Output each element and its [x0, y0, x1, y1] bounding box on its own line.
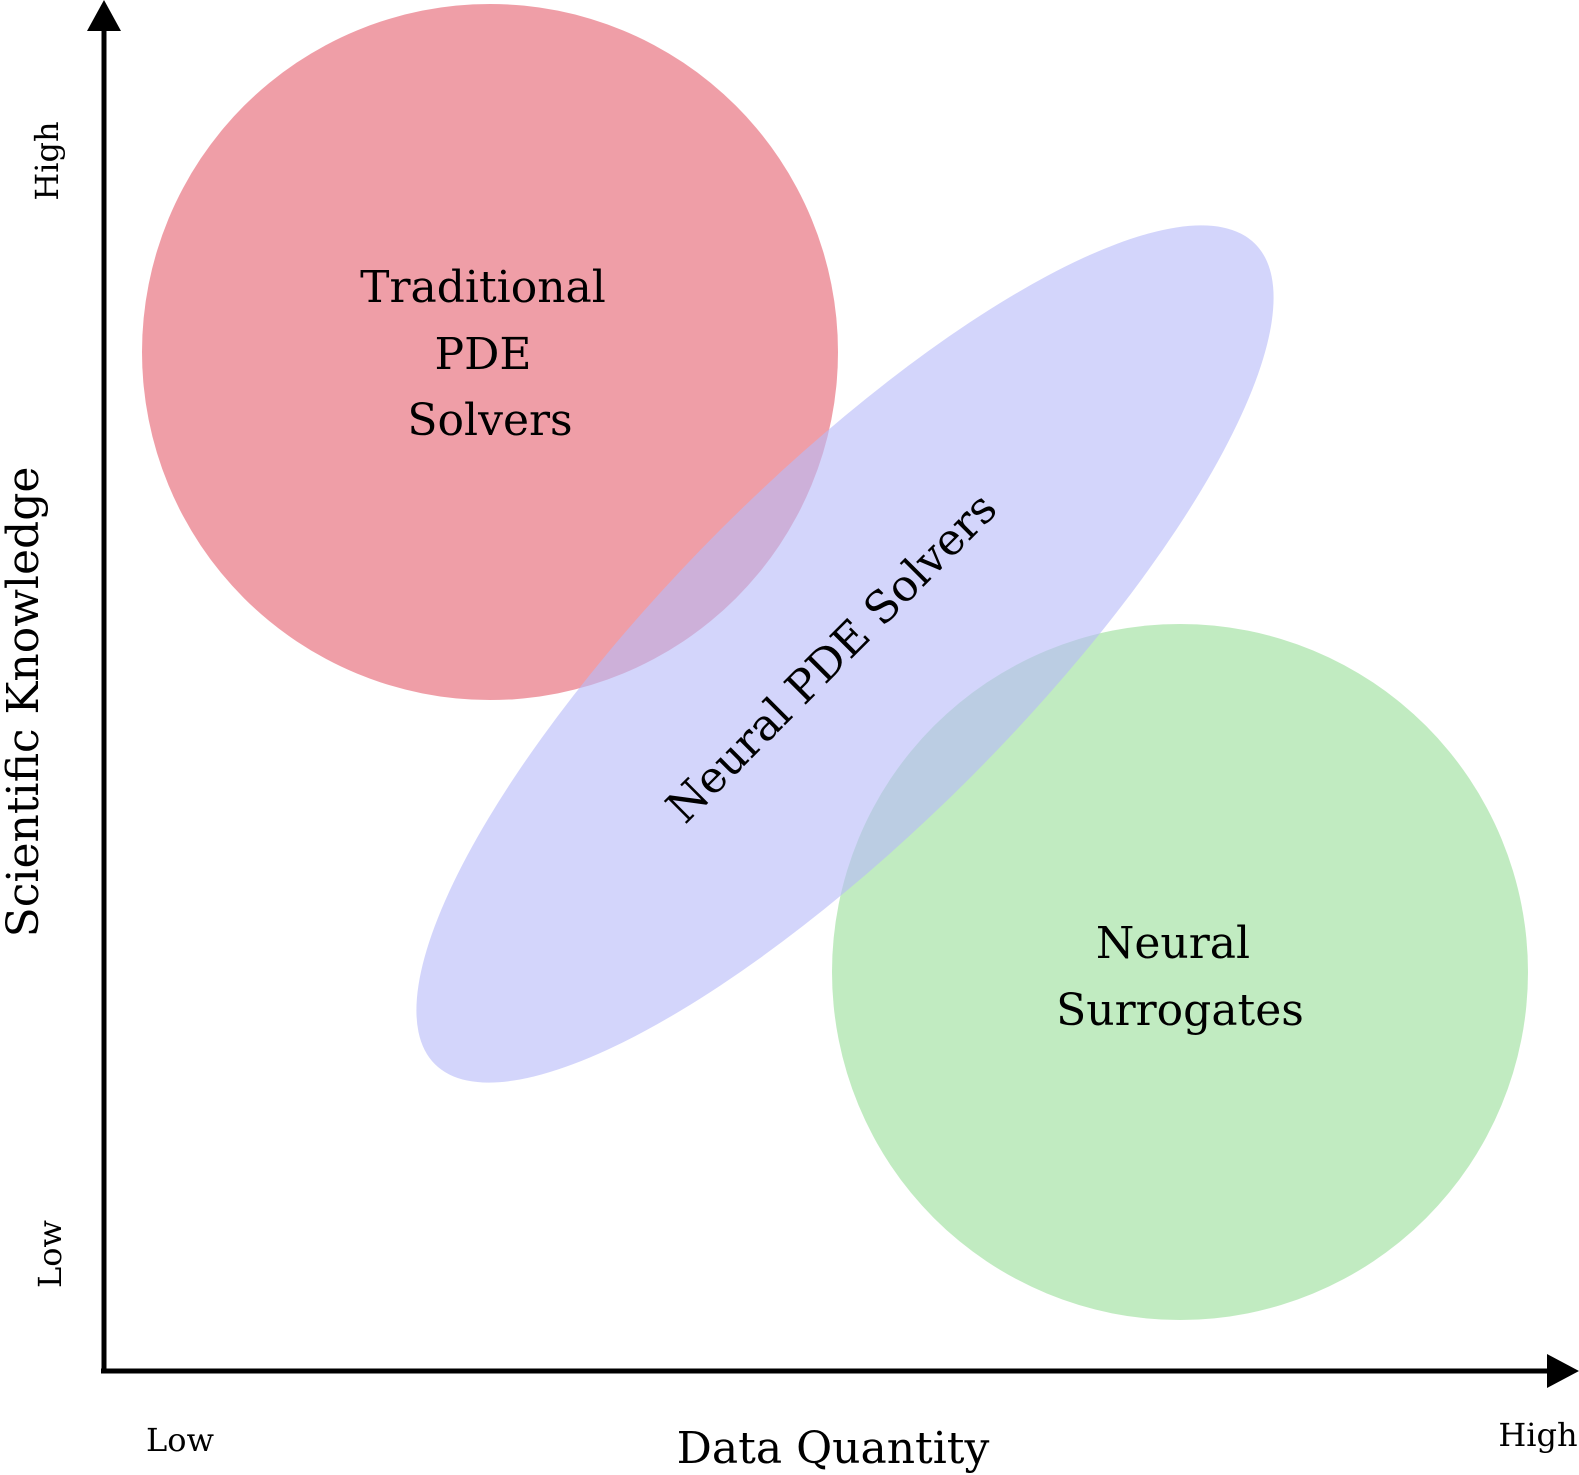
- neural-surrogates-label: Neural Surrogates: [1056, 918, 1304, 1036]
- x-axis-low-label: Low: [146, 1421, 214, 1459]
- neural-surrogates-region: [832, 624, 1528, 1320]
- traditional-pde-solvers-region: [142, 4, 838, 700]
- traditional-pde-solvers-label: Traditional PDE Solvers: [360, 262, 620, 446]
- y-axis-low-label: Low: [31, 1220, 69, 1288]
- x-axis-title: Data Quantity: [677, 1423, 990, 1474]
- traditional-label-line-2: PDE: [434, 329, 531, 380]
- x-axis-high-label: High: [1498, 1416, 1577, 1454]
- y-axis-title: Scientific Knowledge: [0, 467, 49, 938]
- y-axis-arrowhead: [87, 0, 121, 31]
- surrogates-label-line-1: Neural: [1096, 918, 1250, 969]
- traditional-label-line-3: Solvers: [407, 395, 572, 446]
- surrogates-label-line-2: Surrogates: [1056, 985, 1304, 1036]
- y-axis-high-label: High: [28, 121, 66, 200]
- neural-pde-solvers-region: [416, 225, 1274, 1083]
- x-axis-arrowhead: [1547, 1354, 1579, 1388]
- traditional-label-line-1: Traditional: [360, 262, 606, 313]
